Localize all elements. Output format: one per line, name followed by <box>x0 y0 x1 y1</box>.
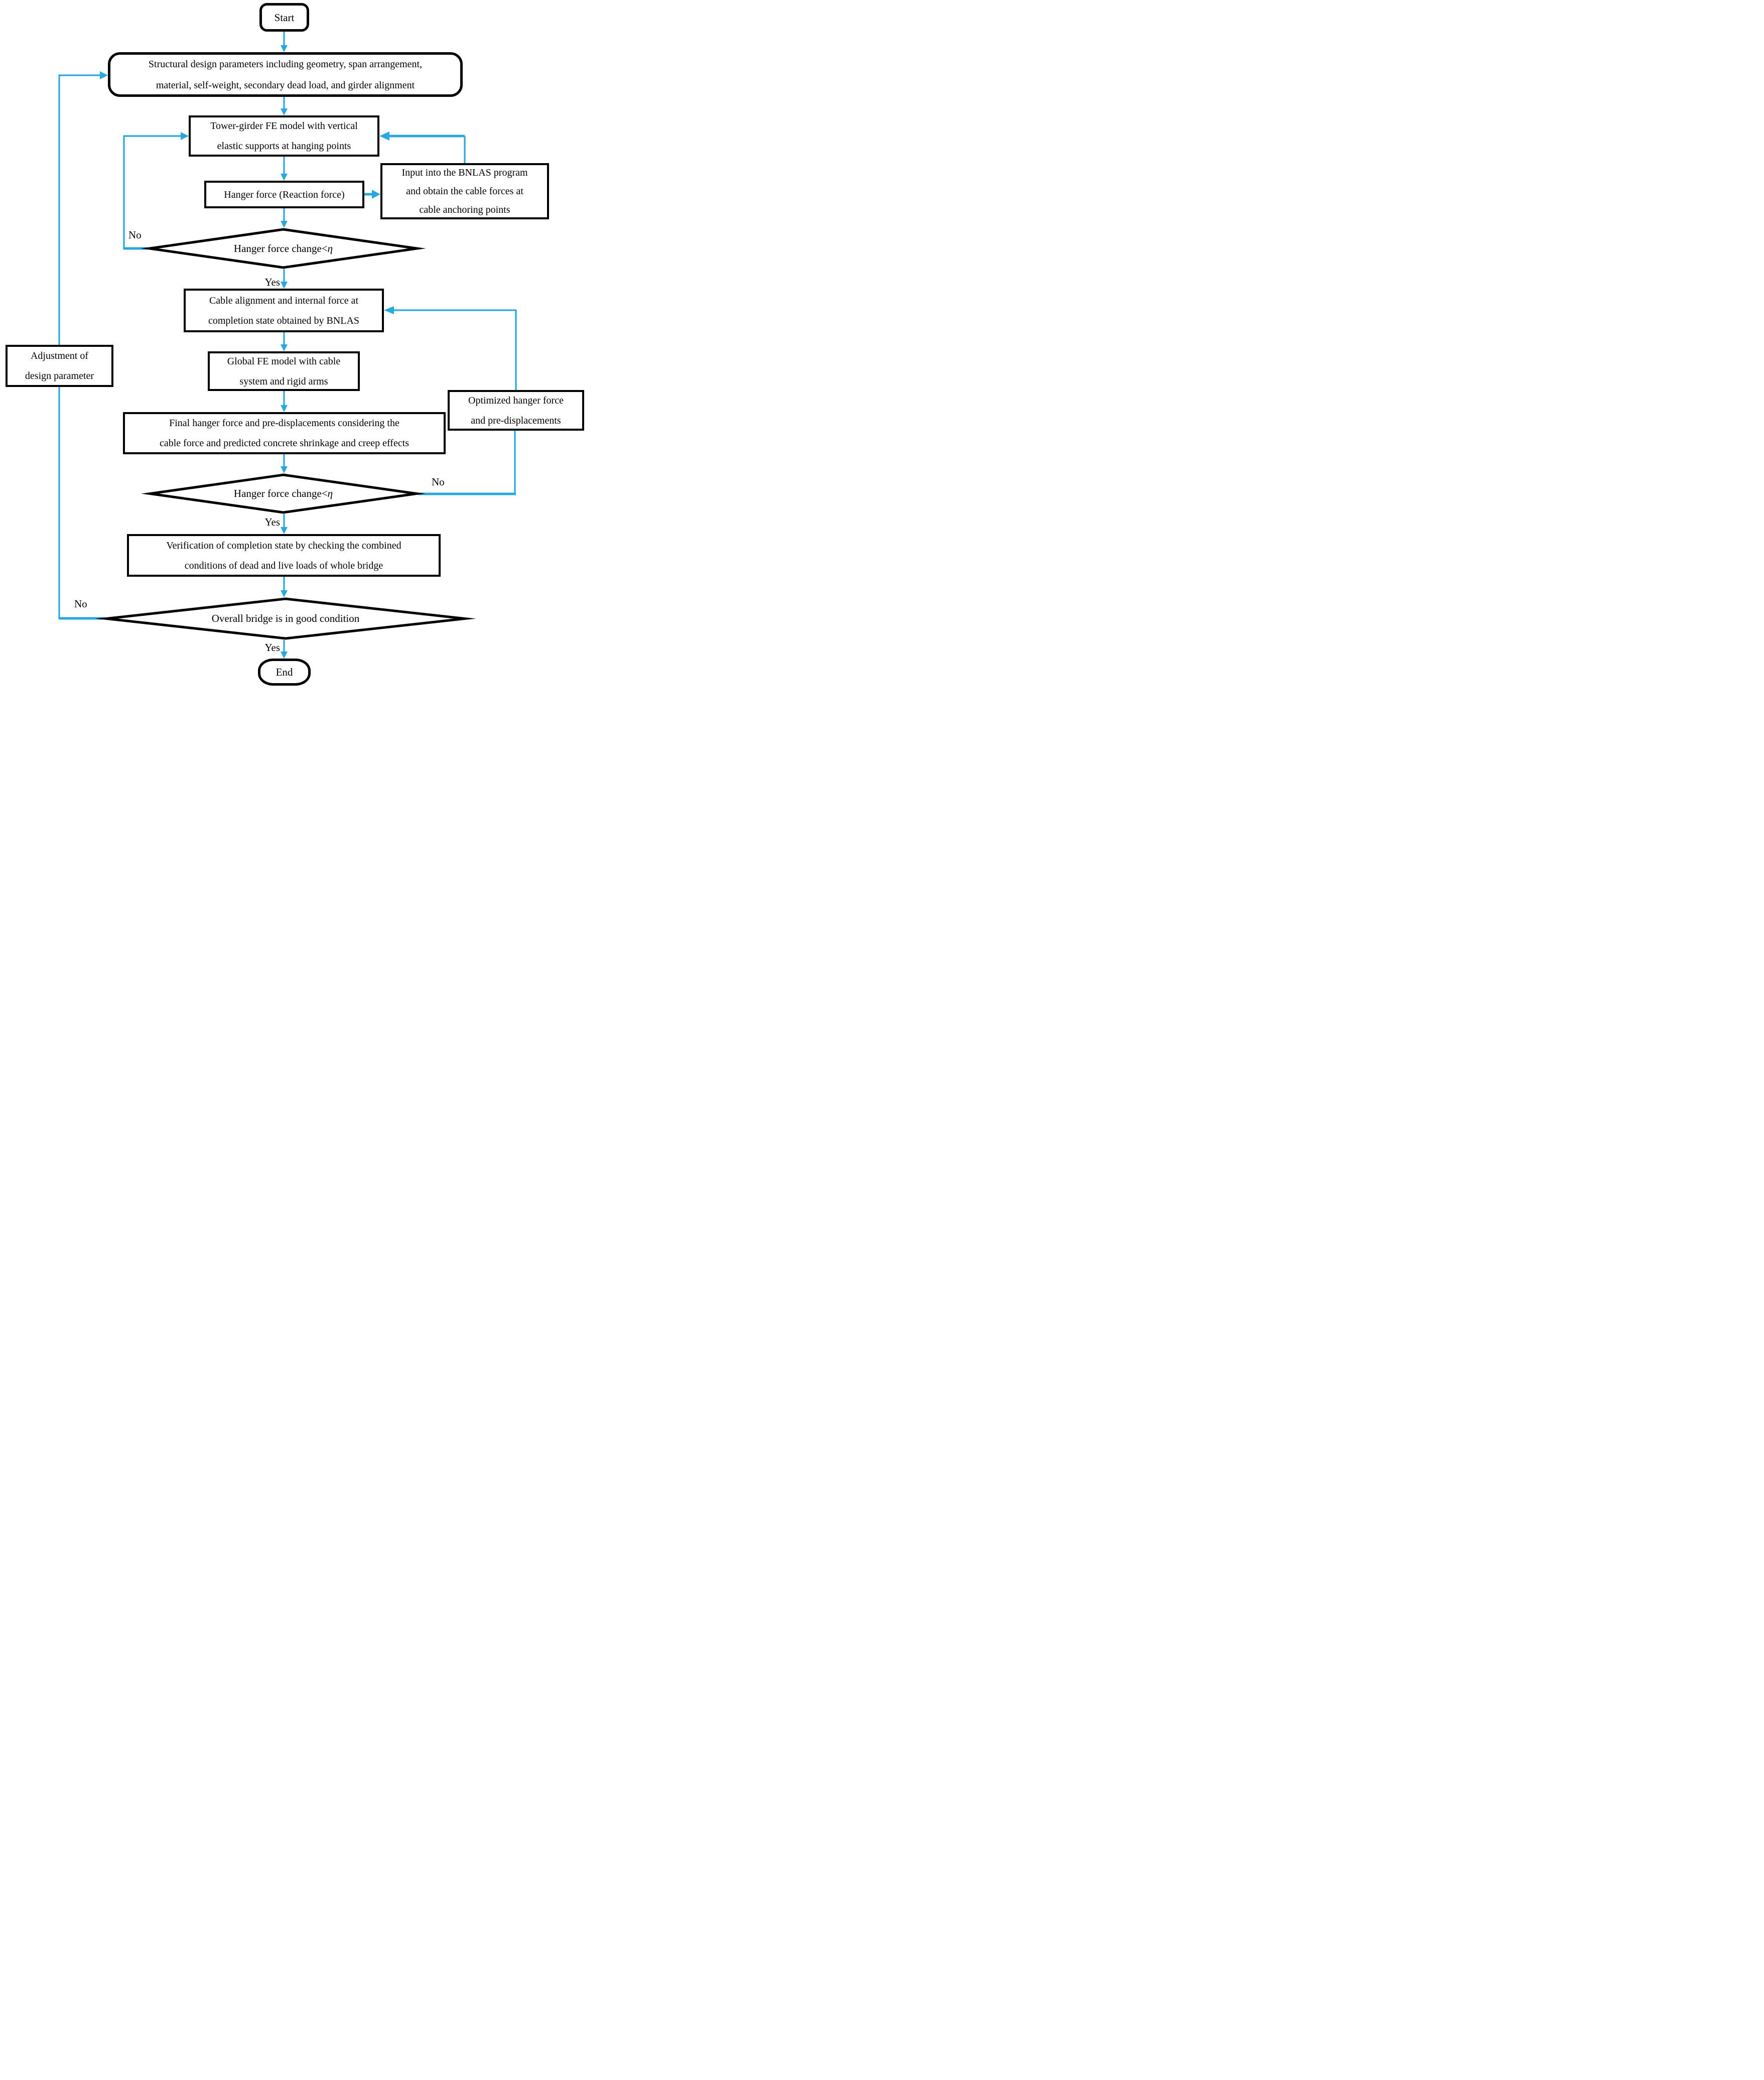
arrow-hanger-to-decision1 <box>281 208 288 228</box>
arrow-hanger-to-bnlas <box>364 190 380 199</box>
decision-hanger-force-change-2-label: Hanger force change<η <box>149 473 418 514</box>
node-cable-alignment-label: Cable alignment and internal force at co… <box>208 295 360 326</box>
decision-diamond-shape <box>141 228 426 269</box>
node-global-fe-model-label: Global FE model with cable system and ri… <box>227 355 341 387</box>
node-final-hanger-force-label: Final hanger force and pre-displacements… <box>159 418 410 449</box>
decision-hanger-force-change-1-label: Hanger force change<η <box>148 228 419 269</box>
arrow-verification-to-decision3 <box>281 577 288 597</box>
node-bnlas-input: Input into the BNLAS program and obtain … <box>380 163 549 219</box>
arrow-decision2-yes-to-verification <box>281 514 288 534</box>
node-bnlas-input-label: Input into the BNLAS program and obtain … <box>401 167 528 215</box>
no-label-1: No <box>128 229 142 241</box>
arrow-decision2-no-loop <box>384 306 517 495</box>
arrow-decision1-yes-to-cable <box>281 269 288 289</box>
node-optimized-hanger-force-label: Optimized hanger force and pre-displacem… <box>468 395 564 426</box>
decision-2-text: Hanger force change< <box>233 487 328 499</box>
arrow-structural-to-tower <box>281 97 288 115</box>
node-structural-parameters: Structural design parameters including g… <box>108 52 463 97</box>
decision-diamond-shape <box>95 597 476 640</box>
node-verification: Verification of completion state by chec… <box>127 534 441 577</box>
node-optimized-hanger-force: Optimized hanger force and pre-displacem… <box>448 390 584 431</box>
arrow-final-to-decision2 <box>281 454 288 473</box>
node-tower-girder-model: Tower-girder FE model with vertical elas… <box>189 115 379 157</box>
node-end-label: End <box>276 666 293 678</box>
decision-1-eta-symbol: η <box>327 242 333 254</box>
flowchart-canvas: Start Structural design parameters inclu… <box>0 0 588 693</box>
arrow-bnlas-to-tower-loop <box>379 132 466 163</box>
node-cable-alignment: Cable alignment and internal force at co… <box>184 289 384 332</box>
arrow-tower-to-hanger <box>281 157 288 181</box>
node-adjustment-label: Adjustment of design parameter <box>25 350 94 381</box>
no-label-3: No <box>74 598 87 610</box>
yes-label-1: Yes <box>264 276 280 288</box>
node-start-label: Start <box>274 11 295 24</box>
decision-diamond-shape <box>141 473 426 514</box>
node-tower-girder-model-label: Tower-girder FE model with vertical elas… <box>210 120 358 152</box>
yes-label-2: Yes <box>264 516 280 528</box>
node-structural-parameters-label: Structural design parameters including g… <box>148 58 423 91</box>
node-adjustment: Adjustment of design parameter <box>6 345 113 387</box>
arrow-start-to-structural <box>281 32 288 52</box>
node-hanger-force: Hanger force (Reaction force) <box>204 181 364 208</box>
decision-overall-condition-label: Overall bridge is in good condition <box>105 597 466 640</box>
node-hanger-force-label: Hanger force (Reaction force) <box>224 189 345 200</box>
decision-overall-text: Overall bridge is in good condition <box>211 612 360 624</box>
decision-1-text: Hanger force change< <box>233 242 328 254</box>
arrow-globalfe-to-final <box>281 391 288 412</box>
yes-label-3: Yes <box>264 641 280 654</box>
node-end: End <box>258 659 311 686</box>
decision-hanger-force-change-2: Hanger force change<η <box>141 473 426 514</box>
node-final-hanger-force: Final hanger force and pre-displacements… <box>123 412 446 454</box>
node-start: Start <box>259 3 309 32</box>
arrow-cable-to-globalfe <box>281 332 288 351</box>
arrow-decision3-yes-to-end <box>281 640 288 659</box>
connector-arrows <box>58 32 517 659</box>
node-global-fe-model: Global FE model with cable system and ri… <box>208 351 360 391</box>
node-verification-label: Verification of completion state by chec… <box>166 540 401 571</box>
decision-2-eta-symbol: η <box>327 487 333 499</box>
decision-overall-condition: Overall bridge is in good condition <box>95 597 476 640</box>
decision-hanger-force-change-1: Hanger force change<η <box>141 228 426 269</box>
no-label-2: No <box>432 476 445 488</box>
